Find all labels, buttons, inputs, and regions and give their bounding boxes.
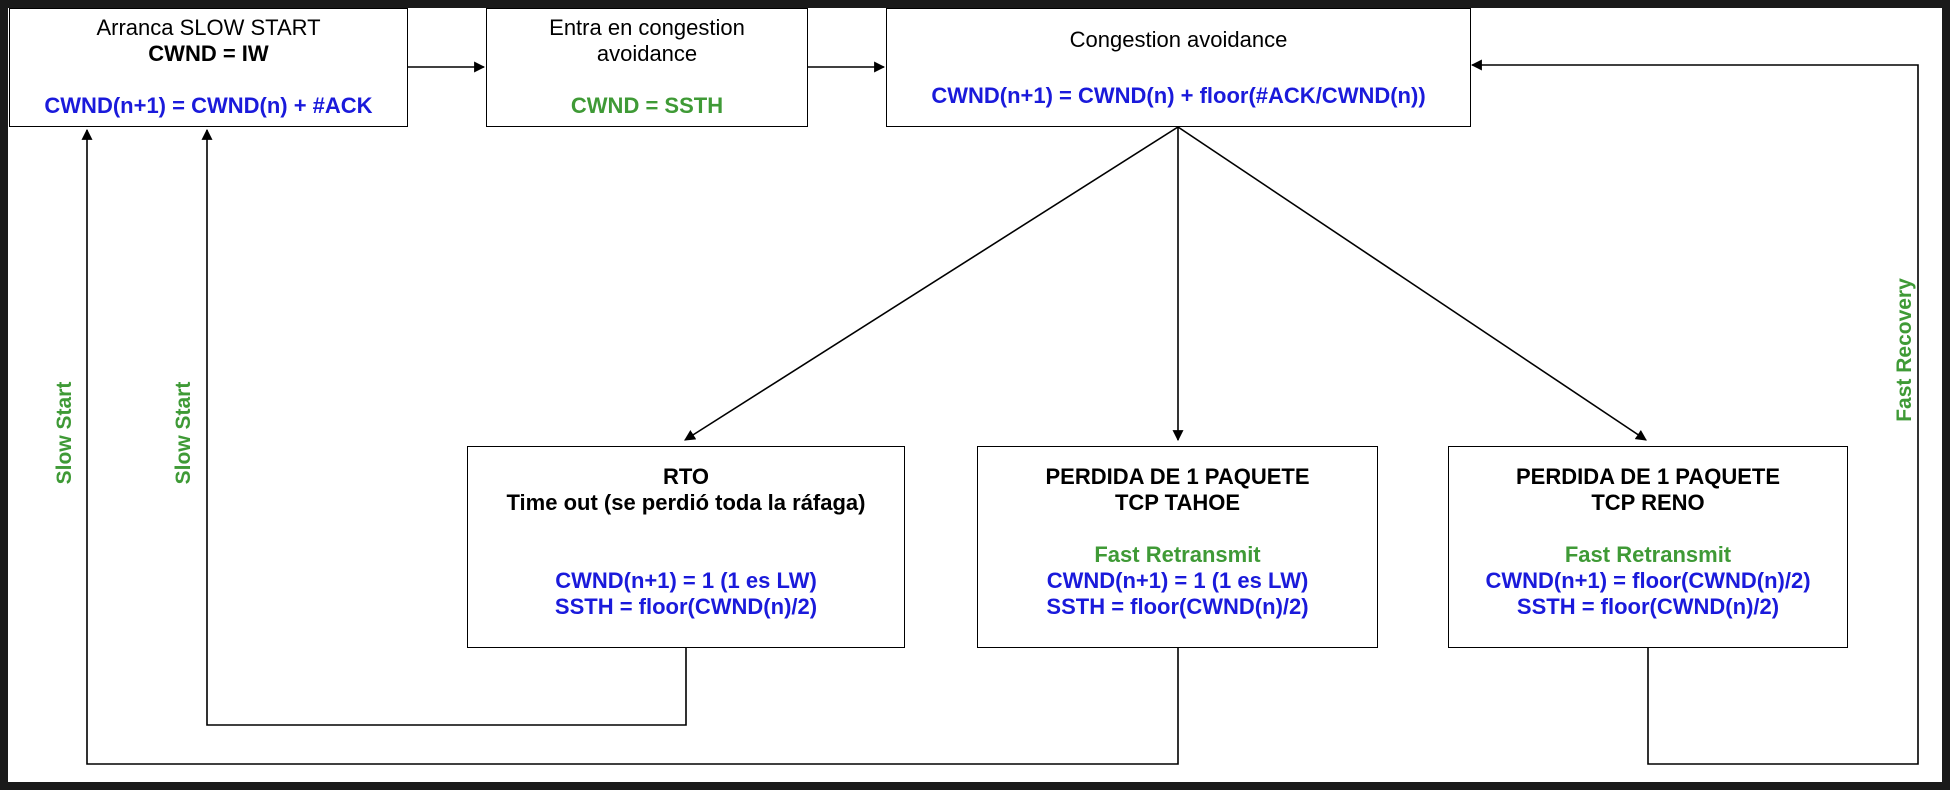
node-rto: RTO Time out (se perdió toda la ráfaga) …	[467, 446, 905, 648]
node-tahoe-mechanism: Fast Retransmit	[1094, 542, 1261, 567]
node-reno-formula-ssth: SSTH = floor(CWND(n)/2)	[1516, 594, 1780, 619]
arrow-congestion-to-reno	[1177, 126, 1647, 441]
arrow-rto-to-slowstart	[201, 128, 687, 726]
arrow-congestion-to-rto	[684, 126, 1179, 441]
node-rto-subtitle: Time out (se perdió toda la ráfaga)	[506, 490, 866, 515]
node-enter-ca-title-line2: avoidance	[596, 41, 698, 66]
node-rto-formula-ssth: SSTH = floor(CWND(n)/2)	[554, 594, 818, 619]
node-congestion-avoidance-formula: CWND(n+1) = CWND(n) + floor(#ACK/CWND(n)…	[931, 83, 1426, 108]
node-congestion-avoidance: Congestion avoidance CWND(n+1) = CWND(n)…	[886, 8, 1471, 127]
node-reno-subtitle: TCP RENO	[1591, 490, 1705, 515]
node-enter-congestion-avoidance: Entra en congestion avoidance CWND = SST…	[486, 8, 808, 127]
node-enter-ca-title-line1: Entra en congestion	[549, 15, 745, 40]
arrow-tahoe-to-slowstart	[81, 128, 1179, 765]
edge-label-fast-recovery: Fast Recovery	[1893, 278, 1916, 422]
node-slow-start-title: Arranca SLOW START	[96, 15, 321, 40]
node-tahoe-formula-ssth: SSTH = floor(CWND(n)/2)	[1046, 594, 1309, 619]
node-reno-mechanism: Fast Retransmit	[1564, 542, 1732, 567]
node-tcp-reno: PERDIDA DE 1 PAQUETE TCP RENO Fast Retra…	[1448, 446, 1848, 648]
arrow-reno-fast-recovery	[1470, 59, 1919, 765]
edge-label-slow-start-inner: Slow Start	[172, 381, 195, 485]
node-tahoe-title: PERDIDA DE 1 PAQUETE	[1045, 464, 1310, 489]
node-tahoe-subtitle: TCP TAHOE	[1114, 490, 1241, 515]
node-reno-title: PERDIDA DE 1 PAQUETE	[1515, 464, 1781, 489]
diagram-frame	[8, 8, 1942, 782]
edge-label-slow-start-outer: Slow Start	[53, 381, 76, 485]
node-slow-start-formula: CWND(n+1) = CWND(n) + #ACK	[44, 93, 373, 118]
node-congestion-avoidance-title: Congestion avoidance	[1069, 27, 1288, 52]
node-enter-ca-formula: CWND = SSTH	[570, 93, 724, 118]
node-slow-start-init: CWND = IW	[148, 41, 269, 66]
node-slow-start: Arranca SLOW START CWND = IW CWND(n+1) =…	[9, 8, 408, 127]
node-reno-formula-cwnd: CWND(n+1) = floor(CWND(n)/2)	[1485, 568, 1811, 593]
node-tcp-tahoe: PERDIDA DE 1 PAQUETE TCP TAHOE Fast Retr…	[977, 446, 1378, 648]
node-rto-formula-cwnd: CWND(n+1) = 1 (1 es LW)	[555, 568, 817, 593]
node-rto-title: RTO	[662, 464, 710, 489]
node-tahoe-formula-cwnd: CWND(n+1) = 1 (1 es LW)	[1046, 568, 1309, 593]
